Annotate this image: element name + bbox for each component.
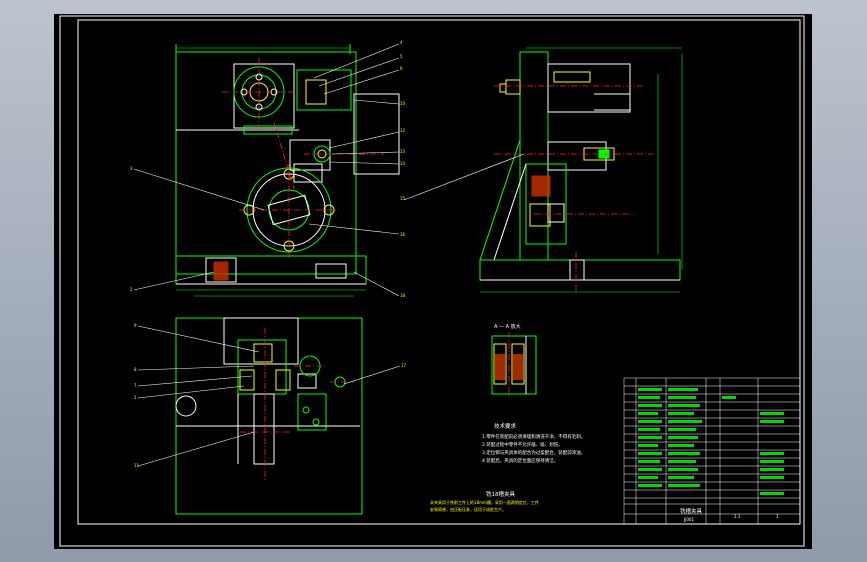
svg-text:4: 4 [400,40,403,45]
outer-frame [59,15,805,547]
bom-table [623,377,801,525]
svg-text:7: 7 [134,383,137,388]
svg-text:2: 2 [130,287,133,292]
svg-text:11: 11 [134,463,140,468]
svg-text:17: 17 [401,363,407,368]
tech-note-1: 1.零件在装配前必须清理和清洗干净，不得有毛刺。 [482,433,585,440]
top-leaders [137,325,401,467]
svg-text:12: 12 [400,128,406,133]
tech-note-4: 4.装配后，夹具的定位面应保持清洁。 [482,457,558,464]
title-block-scale: 1:1 [734,514,741,519]
svg-text:6: 6 [400,66,403,71]
svg-text:16: 16 [400,232,406,237]
side-centerlines [494,85,654,294]
svg-text:1: 1 [134,395,137,400]
front-centerlines [222,58,384,259]
tech-notes-title: 技术要求 [494,422,517,430]
svg-text:13: 13 [400,149,406,154]
tech-note-3: 3.定位销与夹具体的配合为过盈配合，装配前涂油。 [482,449,585,456]
front-view [175,44,400,297]
side-view [479,47,683,293]
inner-frame [77,19,801,525]
title-block: 铣槽夹具 JJ001 1:1 1 [680,507,779,522]
svg-text:18: 18 [400,293,406,298]
svg-text:9: 9 [134,323,137,328]
top-view [175,317,363,515]
svg-text:14: 14 [400,161,406,166]
technical-notes: 技术要求 1.零件在装配前必须清理和清洗干净，不得有毛刺。 2.装配过程中零件不… [482,422,585,464]
title-block-sheet: 1 [776,514,779,519]
side-balloon: 15 [400,196,406,201]
svg-text:3: 3 [130,166,133,171]
front-leaders [133,43,400,297]
tech-note-2: 2.装配过程中零件不允许磕、碰、划伤。 [482,441,563,448]
bom-cell-marks [638,388,784,495]
top-balloons: 9 8 7 1 17 11 [134,323,407,468]
section-a-a-label: A — A 放大 [494,323,521,330]
fixture-caption: 铣18槽夹具 [486,490,515,498]
svg-text:5: 5 [400,54,403,59]
fixture-description: 铣18槽夹具 本夹具用于铣削工件上的18mm槽，采用一面两销定位，工件 安装简便… [430,490,539,512]
side-leader [403,153,525,201]
svg-text:10: 10 [400,101,406,106]
section-a-a: A — A 放大 [491,323,537,398]
svg-text:8: 8 [134,367,137,372]
front-balloons: 4 5 6 10 12 13 14 3 16 2 18 [130,40,406,298]
fixture-desc-1: 本夹具用于铣削工件上的18mm槽，采用一面两销定位，工件 [430,499,539,505]
title-block-drawing-no: JJ001 [683,517,694,522]
title-block-name: 铣槽夹具 [680,507,703,515]
top-centerlines [240,328,354,482]
fixture-desc-2: 安装简便，由压板压紧，适用于成批生产。 [430,506,506,512]
